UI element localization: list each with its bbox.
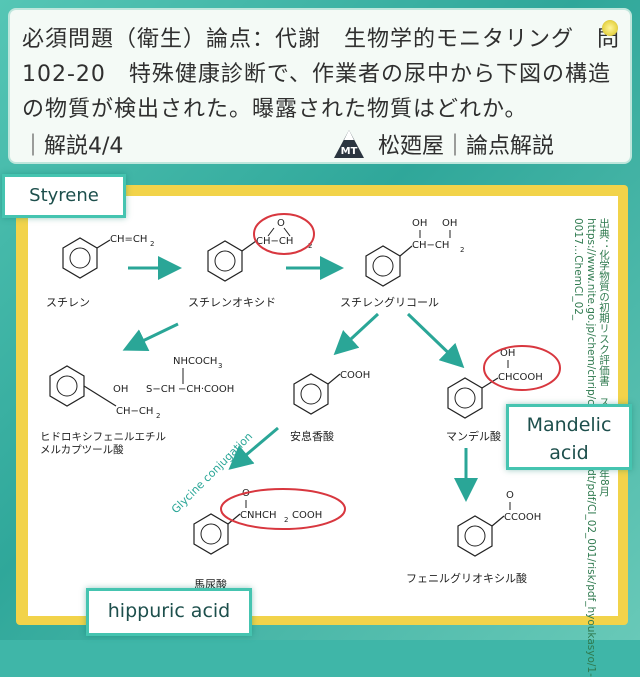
vinyl-group: CH=CH bbox=[110, 234, 147, 245]
svg-text:CH−CH: CH−CH bbox=[116, 406, 153, 417]
svg-text:OH: OH bbox=[412, 218, 427, 229]
brand-name: 松廼屋｜論点解説 bbox=[378, 134, 555, 159]
benzoic-acid-label: 安息香酸 bbox=[290, 429, 334, 443]
glycine-conjugation-label: Glycine conjugation bbox=[169, 430, 255, 516]
svg-text:OH: OH bbox=[500, 348, 515, 359]
arrow-6 bbox=[228, 426, 279, 470]
svg-text:CNHCH: CNHCH bbox=[240, 510, 276, 521]
styrene-structure: CH=CH 2 スチレン bbox=[46, 234, 154, 309]
mandelic-acid-structure: OH CHCOOH マンデル酸 bbox=[446, 345, 561, 443]
mt-logo-icon: MT bbox=[334, 130, 364, 158]
styrene-label: スチレン bbox=[46, 296, 90, 309]
styrene-glycol-label: スチレングリコール bbox=[340, 295, 439, 309]
mandelic-tag-line2: acid bbox=[549, 442, 589, 464]
benzoic-acid-structure: COOH 安息香酸 bbox=[290, 370, 370, 443]
mandelic-acid-label: マンデル酸 bbox=[446, 429, 501, 443]
hippuric-acid-label: 馬尿酸 bbox=[194, 577, 227, 591]
svg-text:OH: OH bbox=[442, 218, 457, 229]
question-text: 必須問題（衛生）論点：代謝 生物学的モニタリング 問102-20 特殊健康診断で… bbox=[22, 27, 621, 122]
metabolism-diagram: CH=CH 2 スチレン O CH−CH 2 スチレンオキシド OH OH CH… bbox=[40, 213, 561, 591]
svg-text:−CH·COOH: −CH·COOH bbox=[178, 384, 234, 395]
styrene-tag: Styrene bbox=[2, 174, 126, 218]
sticker-icon bbox=[602, 20, 618, 36]
svg-text:O: O bbox=[277, 218, 285, 229]
epoxide-highlight bbox=[253, 213, 315, 255]
svg-text:3: 3 bbox=[218, 362, 222, 370]
phenylglyoxylic-acid-label: フェニルグリオキシル酸 bbox=[406, 571, 527, 585]
mercapturic-label-2: メルカプツール酸 bbox=[40, 443, 124, 456]
page-indicator: ｜解説4/4 bbox=[22, 134, 124, 159]
arrow-3 bbox=[122, 322, 179, 352]
svg-text:2: 2 bbox=[156, 412, 160, 420]
source-citation: 出典：化学物質の初期リスク評価書 スチレン 2007年8月 https://ww… bbox=[572, 218, 610, 677]
hippuric-acid-structure: O CNHCH 2 COOH 馬尿酸 bbox=[193, 488, 346, 591]
svg-text:2: 2 bbox=[150, 240, 154, 248]
mandelic-highlight bbox=[483, 345, 561, 391]
svg-text:CH−CH: CH−CH bbox=[256, 236, 293, 247]
styrene-oxide-label: スチレンオキシド bbox=[188, 296, 276, 309]
svg-text:O: O bbox=[506, 490, 514, 501]
header-footer: ｜解説4/4 MT 松廼屋｜論点解説 bbox=[22, 128, 622, 164]
mandelic-tag-line1: Mandelic bbox=[526, 414, 612, 436]
svg-text:OH: OH bbox=[113, 384, 128, 395]
svg-text:CHCOOH: CHCOOH bbox=[498, 372, 543, 383]
logo-text: MT bbox=[341, 146, 358, 157]
svg-text:NHCOCH: NHCOCH bbox=[173, 356, 217, 367]
mandelic-acid-tag: Mandelic acid bbox=[506, 404, 632, 470]
styrene-oxide-structure: O CH−CH 2 スチレンオキシド bbox=[188, 213, 315, 309]
mercapturic-label-1: ヒドロキシフェニルエチル bbox=[40, 431, 166, 443]
svg-text:COOH: COOH bbox=[292, 510, 322, 521]
arrow-5 bbox=[406, 312, 465, 369]
question-header: 必須問題（衛生）論点：代謝 生物学的モニタリング 問102-20 特殊健康診断で… bbox=[10, 10, 630, 162]
styrene-glycol-structure: OH OH CH−CH 2 スチレングリコール bbox=[340, 218, 464, 309]
svg-text:2: 2 bbox=[460, 246, 464, 254]
svg-text:2: 2 bbox=[308, 242, 312, 250]
svg-text:CH−CH: CH−CH bbox=[412, 240, 449, 251]
svg-text:2: 2 bbox=[284, 516, 288, 524]
mercapturic-acid-structure: OH S−CH NHCOCH 3 −CH·COOH CH−CH 2 ヒドロキシフ… bbox=[40, 356, 234, 456]
svg-text:S−CH: S−CH bbox=[146, 384, 175, 395]
arrow-4 bbox=[333, 312, 380, 356]
svg-text:CCOOH: CCOOH bbox=[504, 512, 541, 523]
glycine-highlight bbox=[220, 488, 346, 530]
hippuric-acid-tag: hippuric acid bbox=[86, 588, 252, 636]
phenylglyoxylic-acid-structure: O CCOOH フェニルグリオキシル酸 bbox=[406, 490, 541, 585]
svg-text:COOH: COOH bbox=[340, 370, 370, 381]
